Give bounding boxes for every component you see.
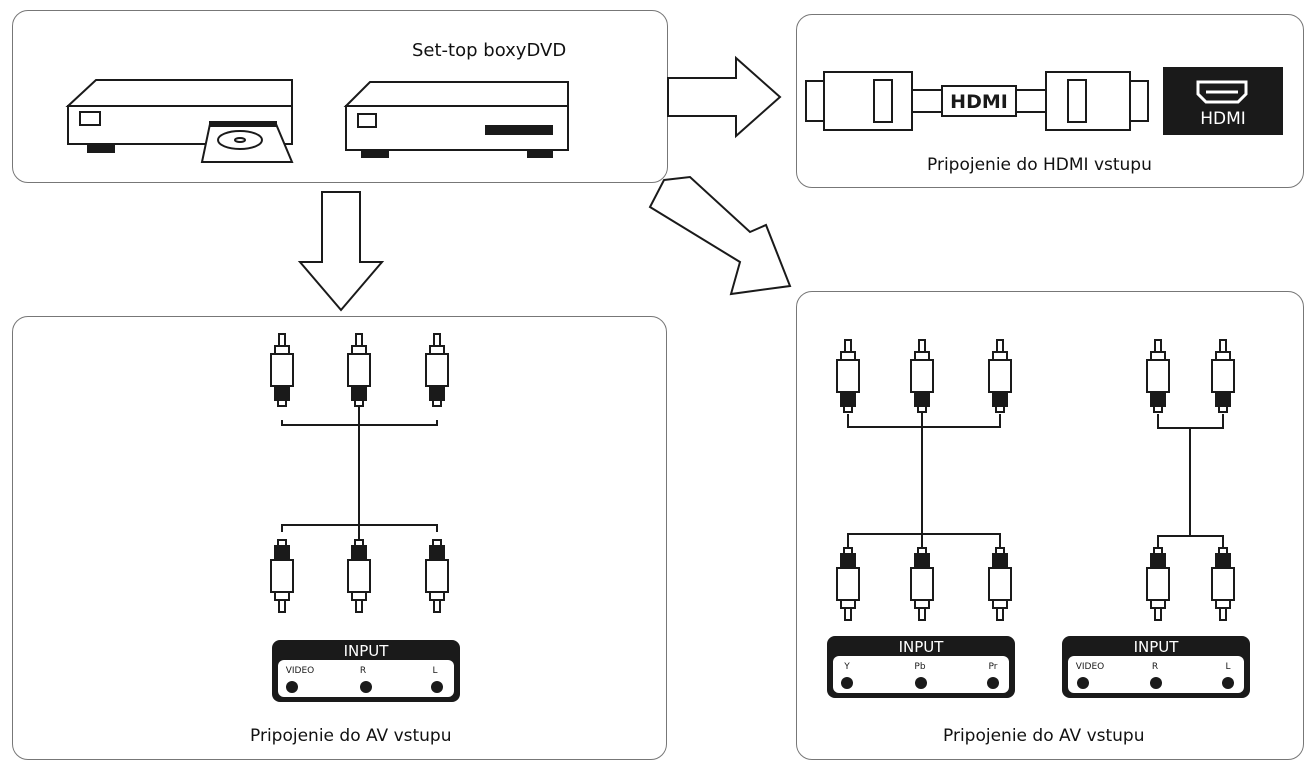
hdmi-cable-label: HDMI <box>950 91 1008 113</box>
dvd-player-icon <box>65 79 294 163</box>
av-input-title: INPUT <box>344 642 390 660</box>
component-port-pb-label: Pb <box>914 662 925 672</box>
audio-lower-plug-1 <box>1211 547 1235 621</box>
av-port-video-label: VIDEO <box>286 666 315 676</box>
av-lower-plug-1 <box>347 539 371 613</box>
hdmi-caption: Pripojenie do HDMI vstupu <box>927 155 1152 175</box>
component-lower-plug-2 <box>988 547 1012 621</box>
source-devices-title: Set-top boxyDVD <box>412 40 567 61</box>
audio-port-video-label: VIDEO <box>1076 662 1105 672</box>
component-caption: Pripojenie do AV vstupu <box>943 726 1145 746</box>
av-port-l-label: L <box>432 666 437 676</box>
component-upper-plug-0 <box>836 339 860 413</box>
audio-upper-plug-0 <box>1146 339 1170 413</box>
av-lower-plug-2 <box>425 539 449 613</box>
component-lower-plug-1 <box>910 547 934 621</box>
component-port-pr-label: Pr <box>989 662 998 672</box>
av-upper-plug-2 <box>425 333 449 407</box>
component-upper-plug-1 <box>910 339 934 413</box>
component-input-title: INPUT <box>899 638 945 656</box>
audio-port-r-label: R <box>1152 662 1158 672</box>
arrow-down-icon <box>297 191 385 312</box>
av-lower-plug-0 <box>270 539 294 613</box>
hdmi-port-label: HDMI <box>1200 109 1246 129</box>
audio-input-title: INPUT <box>1134 638 1180 656</box>
component-port-y-label: Y <box>843 662 850 672</box>
av-connection-panel <box>12 316 667 760</box>
audio-lower-plug-0 <box>1146 547 1170 621</box>
component-input-panel: INPUT Y Pb Pr <box>827 636 1015 698</box>
arrow-diagonal-icon <box>648 175 792 296</box>
audio-upper-plug-1 <box>1211 339 1235 413</box>
av-caption: Pripojenie do AV vstupu <box>250 726 452 746</box>
av-upper-plug-0 <box>270 333 294 407</box>
set-top-box-icon <box>343 81 569 158</box>
av-port-r-label: R <box>360 666 366 676</box>
audio-input-panel: INPUT VIDEO R L <box>1062 636 1250 698</box>
arrow-right-icon <box>667 55 782 139</box>
av-input-panel: INPUT VIDEO R L <box>272 640 460 702</box>
component-upper-plug-2 <box>988 339 1012 413</box>
component-lower-plug-0 <box>836 547 860 621</box>
av-upper-plug-1 <box>347 333 371 407</box>
hdmi-cable-icon <box>805 71 1149 131</box>
audio-port-l-label: L <box>1225 662 1230 672</box>
